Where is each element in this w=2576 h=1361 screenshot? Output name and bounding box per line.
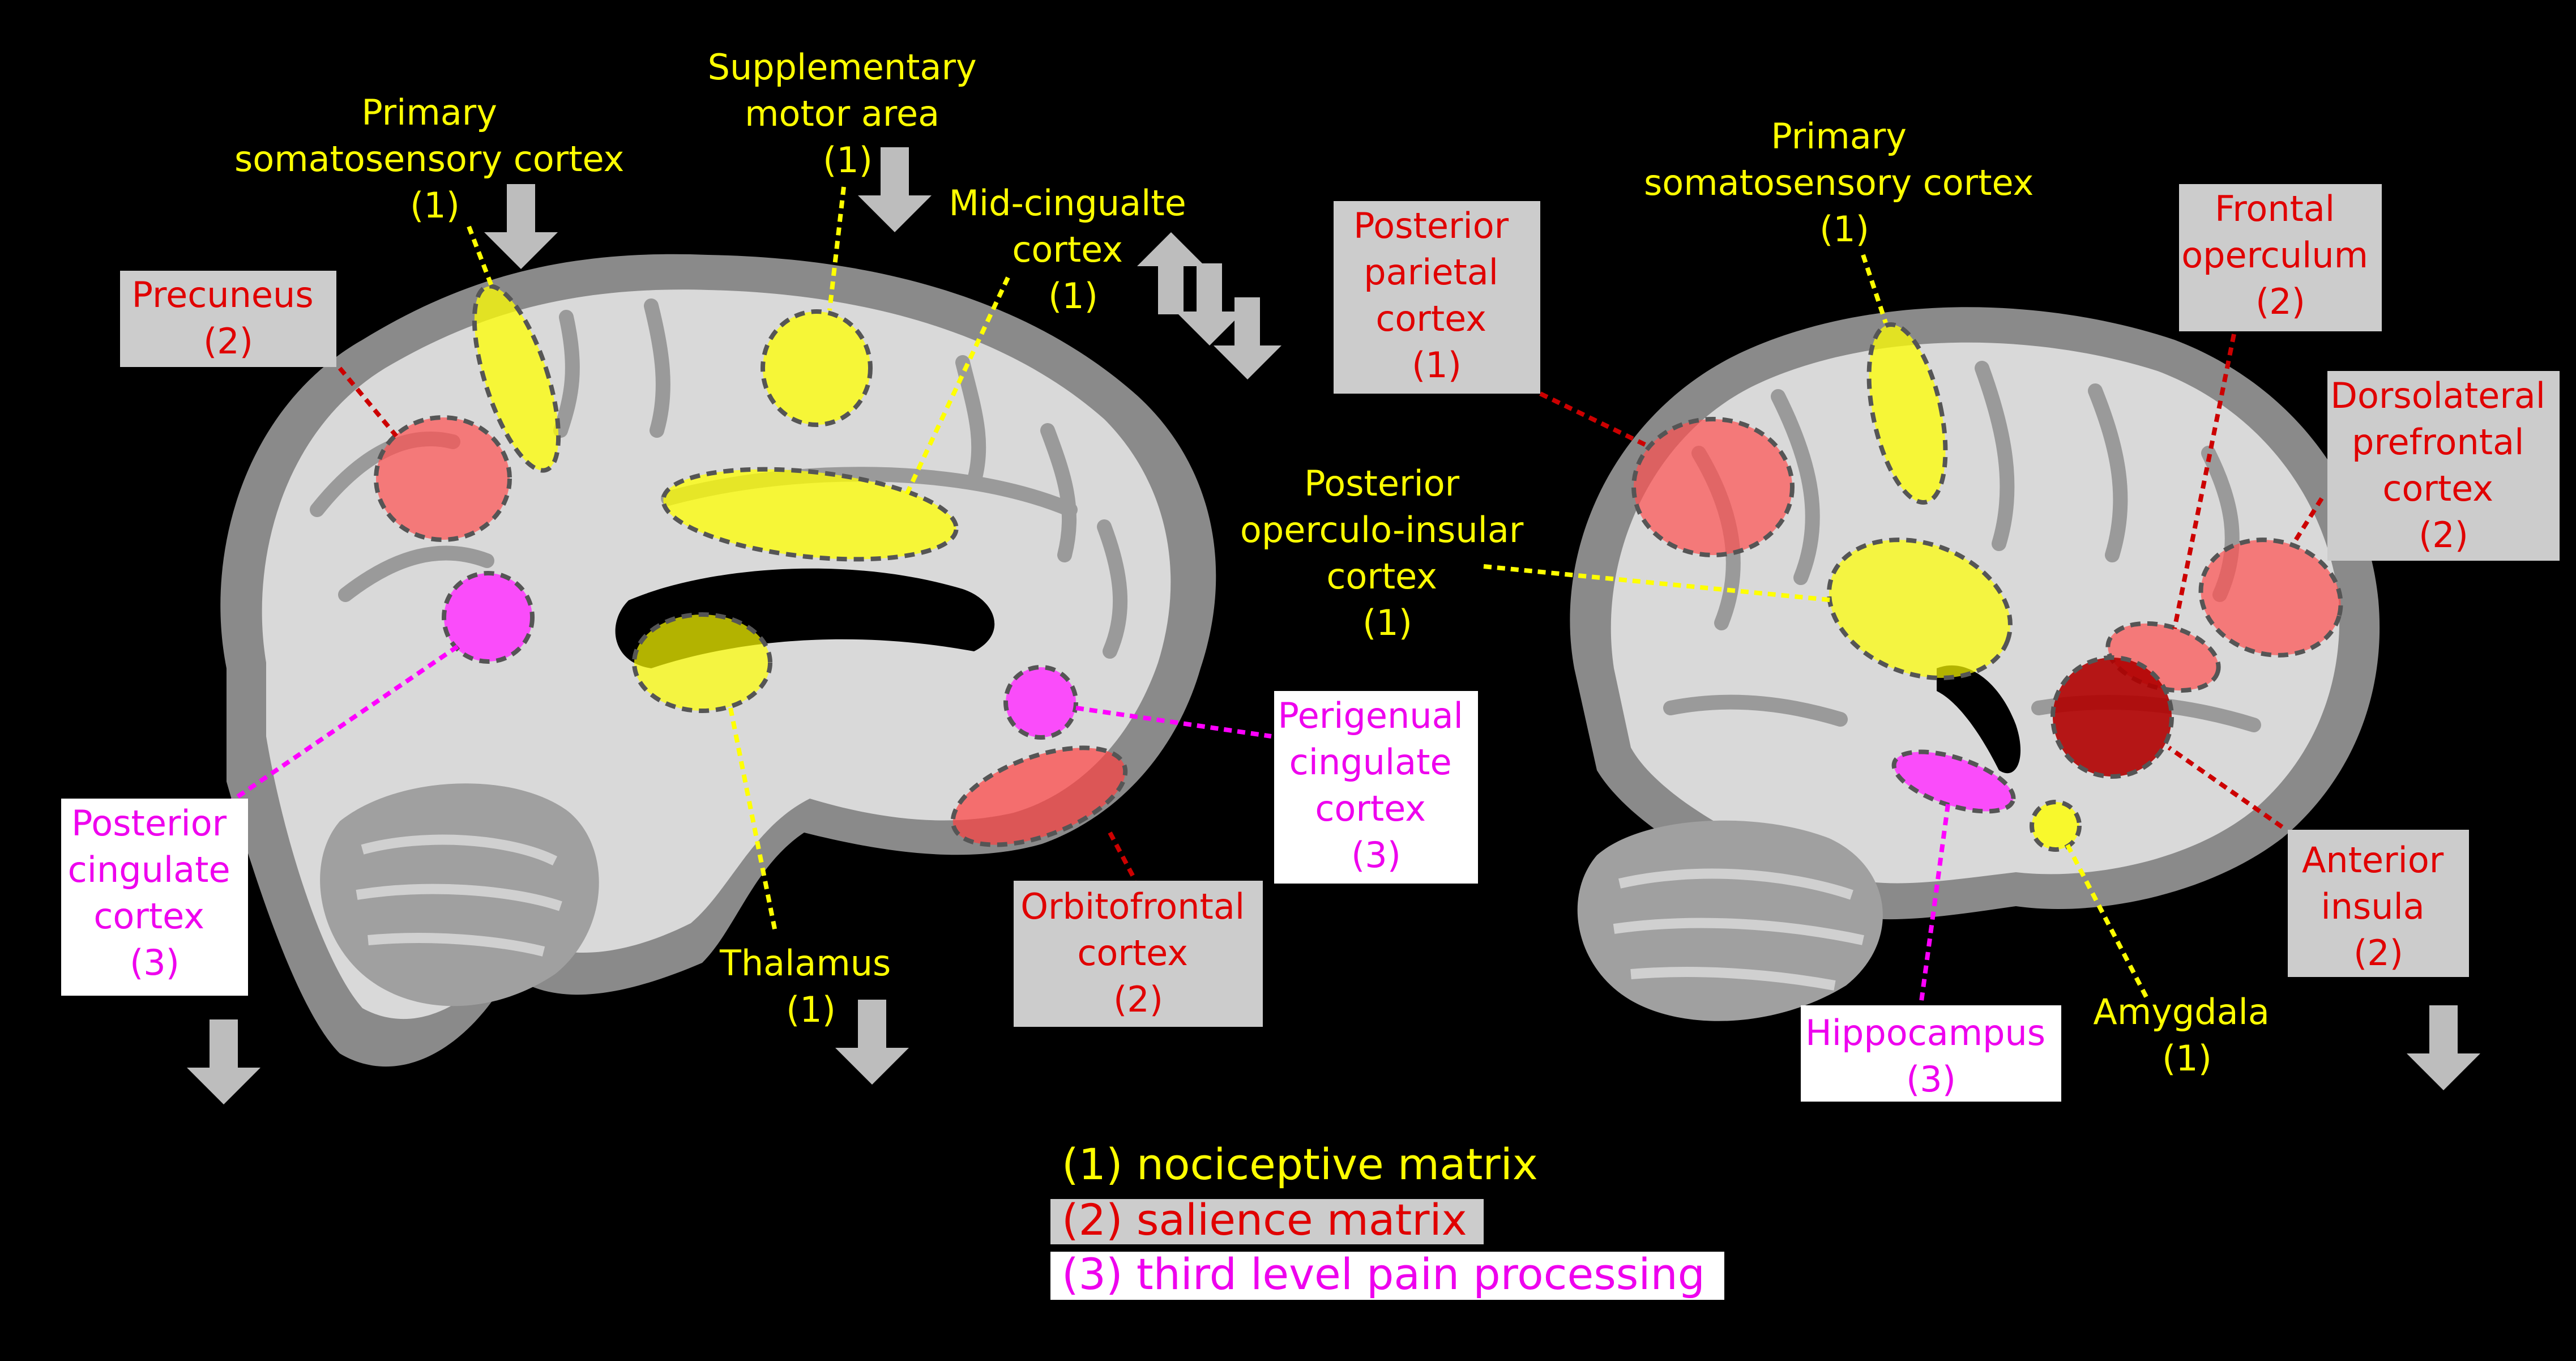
label-dorsolateral-prefrontal-right: Dorsolateral prefrontal cortex (2) — [2330, 375, 2557, 556]
legend-third-level: (3) third level pain processing — [1062, 1249, 1705, 1299]
connector-precuneus-left — [338, 366, 399, 438]
box-precuneus — [120, 271, 336, 367]
region-orbitofrontal-left — [950, 745, 1128, 847]
connector-frontal-operculum-right — [2172, 334, 2236, 629]
arrow-down-icon — [2407, 1005, 2480, 1090]
label-anterior-insula-right: Anterior insula (2) — [2302, 839, 2455, 974]
box-posterior-parietal — [1334, 201, 1540, 394]
connector-primary-somatosensory-right — [1861, 254, 1888, 324]
arrows — [187, 147, 2480, 1104]
region-posterior-operculo-insular-right — [1827, 537, 2013, 680]
label-posterior-parietal-right: Posterior parietal cortex (1) — [1353, 205, 1520, 386]
connector-thalamus-left — [728, 707, 778, 935]
legend-third-level-bg — [1050, 1252, 1724, 1300]
region-amygdala-right — [2030, 800, 2082, 852]
connector-amygdala-right — [2065, 843, 2148, 998]
connector-dorsolateral-right — [2291, 497, 2324, 545]
label-posterior-operculo-insular-right: Posterior operculo-insular cortex (1) — [1240, 463, 1535, 643]
box-perigenual — [1274, 691, 1478, 884]
arrow-down-icon — [835, 1000, 909, 1085]
label-perigenual-left: Perigenual cingulate cortex (3) — [1278, 695, 1474, 876]
left-regions — [374, 284, 1128, 847]
label-frontal-operculum-right: Frontal operculum (2) — [2181, 188, 2380, 322]
box-dorsolateral — [2327, 371, 2560, 561]
connector-posterior-cingulate-left — [225, 643, 460, 807]
region-mid-cingulate-left — [661, 467, 959, 562]
region-thalamus-left — [632, 612, 772, 713]
arrow-down-icon — [1214, 297, 1281, 379]
connector-operculo-insular-right — [1483, 564, 1835, 603]
region-anterior-insula-right — [2050, 655, 2174, 779]
connector-anterior-insula-right — [2167, 745, 2284, 829]
connector-lines — [225, 186, 2324, 1014]
label-hippocampus-right: Hippocampus (3) — [1805, 1012, 2057, 1100]
label-mid-cingulate-left: Mid-cingualte cortex (1) — [949, 182, 1197, 317]
connector-perigenual-left — [1075, 706, 1272, 739]
connector-primary-somatosensory-left — [467, 225, 495, 290]
label-thalamus-left: Thalamus (1) — [719, 942, 902, 1030]
right-regions — [1631, 322, 2343, 852]
legend-salience: (2) salience matrix — [1062, 1194, 1467, 1245]
label-amygdala-right: Amygdala (1) — [2093, 991, 2280, 1079]
box-orbitofrontal — [1014, 881, 1263, 1027]
connector-orbitofrontal-left — [1108, 831, 1138, 882]
labels: Primary somatosensory cortex (1) Supplem… — [68, 46, 2557, 1100]
label-supplementary-motor-left: Supplementary motor area (1) — [708, 46, 988, 181]
box-hippocampus — [1801, 1005, 2061, 1102]
region-precuneus-left — [374, 415, 512, 542]
label-primary-somatosensory-right: Primary somatosensory cortex (1) — [1644, 116, 2045, 250]
region-perigenual-cingulate-left — [1003, 665, 1078, 740]
arrow-down-icon — [484, 184, 558, 269]
arrow-down-icon — [858, 147, 932, 232]
label-posterior-cingulate-left: Posterior cingulate cortex (3) — [68, 803, 242, 983]
label-primary-somatosensory-left: Primary somatosensory cortex (1) — [234, 92, 635, 226]
region-primary-somatosensory-left — [472, 284, 561, 473]
box-frontal-operculum — [2179, 184, 2382, 331]
label-boxes — [61, 184, 2560, 1102]
region-dorsolateral-prefrontal-right — [2198, 537, 2343, 658]
connector-supplementary-motor-left — [827, 186, 846, 311]
label-orbitofrontal-left: Orbitofrontal cortex (2) — [1020, 886, 1256, 1020]
region-supplementary-motor-left — [761, 309, 873, 427]
box-posterior-cingulate — [61, 799, 248, 996]
box-anterior-insula — [2288, 830, 2469, 977]
arrow-down-icon — [187, 1019, 260, 1104]
connector-posterior-parietal-right — [1539, 391, 1646, 447]
label-precuneus-left: Precuneus (2) — [132, 274, 325, 362]
region-posterior-parietal-right — [1631, 417, 1795, 557]
legend-nociceptive: (1) nociceptive matrix — [1062, 1139, 1538, 1189]
arrow-up-icon — [1137, 232, 1205, 314]
legend-salience-bg — [1050, 1199, 1484, 1244]
region-posterior-cingulate-left — [442, 571, 535, 664]
region-primary-somatosensory-right — [1866, 322, 1948, 505]
legend: (1) nociceptive matrix (2) salience matr… — [1050, 1139, 1724, 1300]
arrow-down-icon — [1176, 263, 1244, 345]
